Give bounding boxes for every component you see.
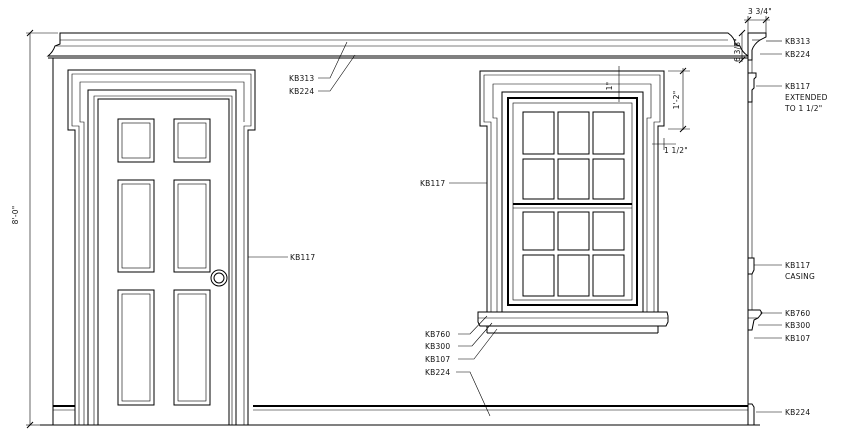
window-head-height-dim: 1'-2" [672,91,681,110]
door-panels [117,118,211,406]
section-casing-label-1: KB117 [785,261,810,270]
lower-sash-panes [522,211,625,297]
section-casing-label-2: CASING [785,272,815,281]
section-crown-label-1: KB313 [785,37,810,46]
section-head-label-2: EXTENDED [785,93,828,102]
sill-label-3: KB107 [425,355,450,364]
sill-label-4: KB224 [425,368,450,377]
window-casing-step-dim: 1 1/2" [664,146,688,155]
section-base-label: KB224 [785,408,810,417]
window-casing-label: KB117 [420,179,445,188]
wall-height-dim: 8'-0" [11,206,20,225]
section-texts: 3 3/4" 6 3/8" KB313 KB224 KB117 EXTENDED… [733,7,828,417]
dimension-texts: 8'-0" 1" 1'-2" 1 1/2" [11,82,688,225]
elevation-leaders [248,41,498,417]
baseboard [53,405,748,411]
door-knob [210,269,228,287]
crown-projection-dim: 3 3/4" [748,7,772,16]
dimension-lines [26,29,690,429]
crown-label-1: KB313 [289,74,314,83]
crown-label-2: KB224 [289,87,314,96]
elevation-labels: KB313 KB224 KB117 KB117 KB760 KB300 KB10… [289,74,450,377]
section-crown-label-2: KB224 [785,50,810,59]
window [477,70,669,334]
crown-molding [46,32,750,59]
section-sill-label-2: KB300 [785,321,810,330]
window-sill [477,311,669,334]
sill-label-2: KB300 [425,342,450,351]
wall-section [738,16,770,426]
door-casing-label: KB117 [290,253,315,262]
section-sill-label-3: KB107 [785,334,810,343]
sill-label-1: KB760 [425,330,450,339]
wall [40,58,760,426]
window-head-gap-dim: 1" [605,82,614,91]
section-head-label-1: KB117 [785,82,810,91]
section-leaders [754,40,782,413]
crown-height-dim: 6 3/8" [733,38,742,62]
section-sill-label-1: KB760 [785,309,810,318]
door [67,69,256,426]
section-head-label-3: TO 1 1/2" [784,104,822,113]
upper-sash-panes [522,111,625,200]
